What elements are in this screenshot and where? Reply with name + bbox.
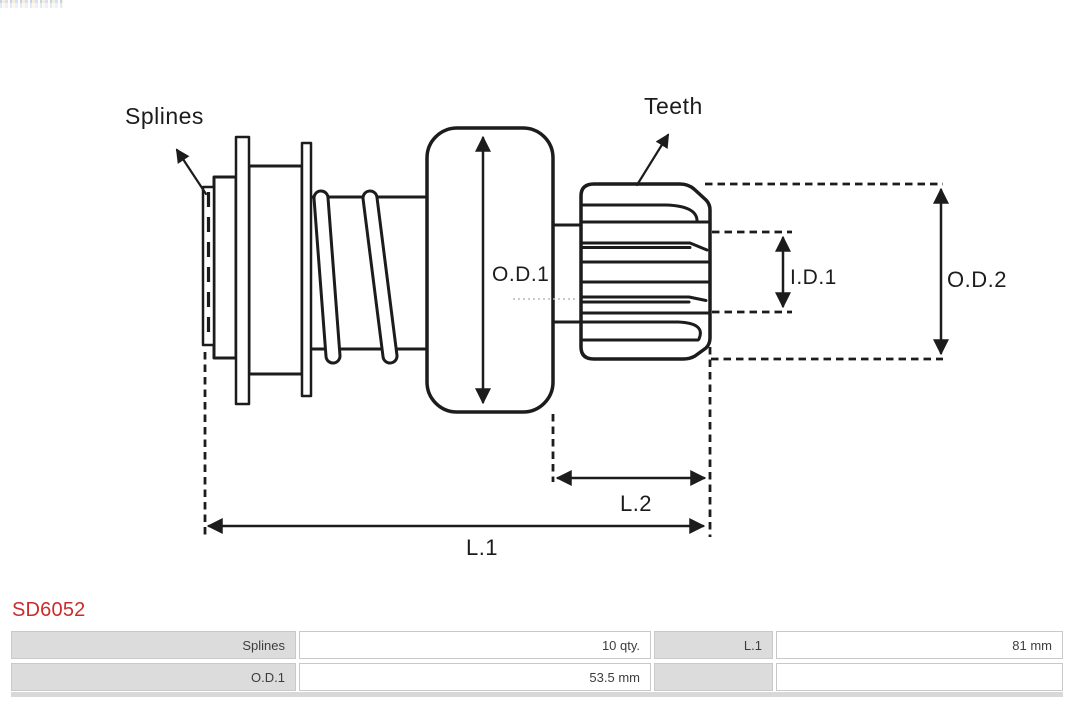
teeth-leader-arrow	[635, 133, 670, 187]
table-bottom-border	[11, 692, 1063, 697]
label-id1: I.D.1	[790, 266, 837, 289]
shaft-barrel	[247, 164, 304, 376]
pinion-gear	[579, 182, 712, 361]
spec-value-cell: 81 mm	[776, 631, 1063, 659]
spec-value-cell: 10 qty.	[299, 631, 651, 659]
pinion-neck	[551, 223, 583, 324]
reference-lines	[203, 182, 943, 537]
screen-edge-artifact	[0, 0, 63, 8]
stop-ring-front	[234, 135, 251, 406]
spec-label-cell: Splines	[11, 631, 296, 659]
spec-label-cell	[654, 663, 773, 691]
label-od1: O.D.1	[492, 263, 549, 286]
spec-value-cell: 53.5 mm	[299, 663, 651, 691]
spec-table: Splines 10 qty. L.1 81 mm O.D.1 53.5 mm	[11, 631, 1063, 691]
spec-value-cell	[776, 663, 1063, 691]
spec-label-cell: O.D.1	[11, 663, 296, 691]
spec-label-cell: L.1	[654, 631, 773, 659]
label-splines: Splines	[125, 103, 204, 129]
dimension-arrows	[206, 135, 950, 535]
shaft-collar	[212, 175, 238, 360]
splined-shaft-end	[201, 185, 216, 347]
label-teeth: Teeth	[644, 93, 703, 119]
leader-arrows	[175, 133, 670, 196]
part-code: SD6052	[12, 599, 86, 621]
stop-ring-rear	[300, 141, 313, 398]
spring-coil-2	[361, 189, 399, 365]
splines-leader-arrow	[175, 148, 208, 196]
label-od2: O.D.2	[947, 267, 1007, 292]
spring-coil-1	[312, 189, 342, 365]
technical-drawing: Splines Teeth O.D.1 I.D.1 O.D.2 L.2 L.1	[125, 93, 1007, 560]
clutch-spring	[308, 189, 429, 365]
label-l1: L.1	[466, 535, 498, 560]
label-l2: L.2	[620, 491, 652, 516]
